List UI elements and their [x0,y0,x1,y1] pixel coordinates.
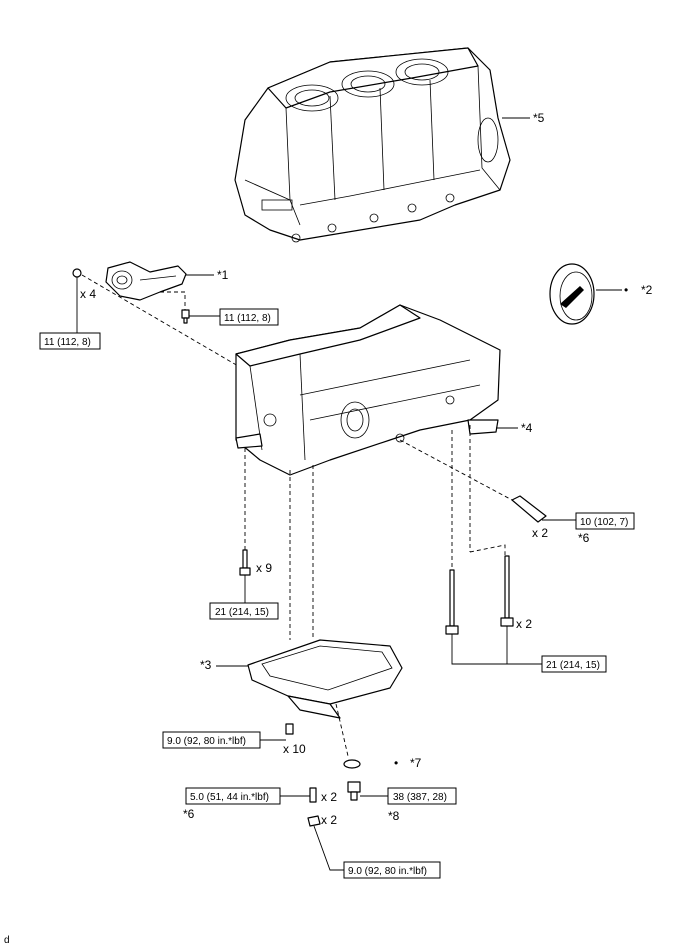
callout-6-right: *6 [578,531,590,545]
torque-plug: 38 (387, 28) [393,792,447,803]
torque-nut: 9.0 (92, 80 in.*lbf) [348,866,427,877]
torque-stud: 5.0 (51, 44 in.*lbf) [190,792,269,803]
callout-3: *3 [200,658,212,672]
qty-stud: x 2 [321,790,337,804]
qty-nut: x 2 [321,813,337,827]
marker-7: • [394,756,398,770]
bolt-icon [239,549,251,576]
callout-1: *1 [217,268,229,282]
qty-pan: x 10 [283,742,306,756]
callout-8: *8 [388,809,400,823]
engine-block-icon [234,47,511,243]
torque-bolt-right: 21 (214, 15) [546,660,600,671]
callout-4: *4 [521,421,533,435]
callout-6-left: *6 [183,807,195,821]
callout-2: *2 [641,283,653,297]
stud-icon [309,787,317,803]
torque-sensor-left: 11 (112, 8) [44,337,91,348]
qty-sensor-bolt: x 4 [80,287,96,301]
bolt-icon [181,309,190,324]
torque-pan: 9.0 (92, 80 in.*lbf) [167,736,246,747]
bolt-icon [72,268,82,278]
oil-pan-icon [247,639,403,719]
oil-seal-icon [549,263,595,325]
bolt-icon [500,555,514,627]
qty-bolt-right: x 2 [516,617,532,631]
knock-pin-icon [511,495,547,523]
qty-pin: x 2 [532,526,548,540]
qty-bolt-left: x 9 [256,561,272,575]
nut-icon [307,815,321,827]
callout-7: *7 [410,756,422,770]
callout-5: *5 [533,111,545,125]
bolt-icon [445,569,459,635]
drain-plug-icon [347,781,361,801]
gasket-icon [343,759,361,769]
torque-sensor-bolt: 11 (112, 8) [224,313,271,324]
bolt-icon [285,723,294,735]
stiffening-crankcase-icon [235,304,501,476]
torque-pin: 10 (102, 7) [580,517,628,528]
torque-bolt-left: 21 (214, 15) [215,607,269,618]
footer-code: d [4,935,10,946]
marker-2: • [624,283,628,297]
sensor-bracket-icon [105,261,187,301]
